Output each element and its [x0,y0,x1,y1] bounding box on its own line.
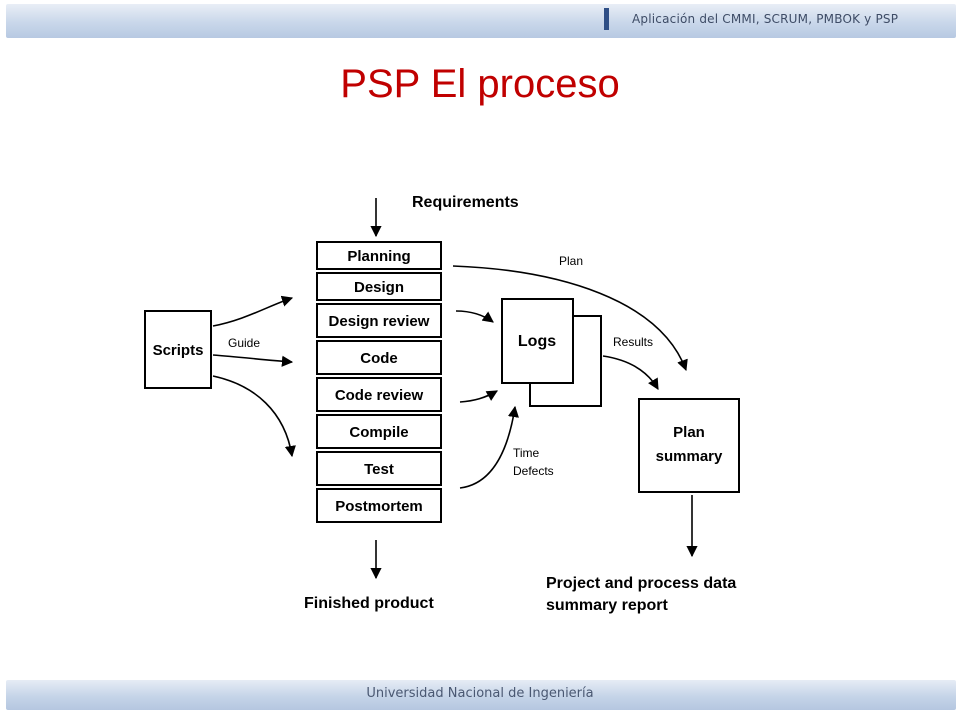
phase-box-code [316,340,442,375]
phase-label-code-review: Code review [335,387,424,404]
phase-label-test: Test [364,461,394,478]
plan-summary-label-line1: Plan [673,424,705,441]
plan-summary-box [638,398,740,493]
defects-label: Defects [513,464,554,478]
plan-summary-label-line2: summary [656,448,723,465]
phase-box-design [316,272,442,301]
phase-box-compile [316,414,442,449]
phase-label-code: Code [360,350,398,367]
phase-label-postmortem: Postmortem [335,498,423,515]
guide-label: Guide [228,336,260,350]
logs-box-front [501,298,574,384]
logs-label: Logs [518,333,556,350]
results-label: Results [613,335,653,349]
plan-label: Plan [559,254,583,268]
plan-arrow [452,265,688,372]
phase-box-test [316,451,442,486]
scripts-label: Scripts [153,342,204,359]
footer-bar [6,680,956,710]
phase-label-planning: Planning [347,248,410,265]
phase-box-design-review [316,303,442,338]
report-label-line2: summary report [546,597,668,614]
guide-arrow-upper [212,295,294,327]
phase-box-planning [316,241,442,270]
report-label-line1: Project and process data [546,575,736,592]
postmortem-to-logs-arrow [459,405,519,489]
guide-arrow-lower [212,375,296,458]
header-subtitle: Aplicación del CMMI, SCRUM, PMBOK y PSP [632,12,899,26]
phase-label-compile: Compile [349,424,408,441]
time-label: Time [513,446,540,460]
phase-label-design: Design [354,279,404,296]
phase-label-design-review: Design review [329,313,430,330]
header-bar [6,4,956,38]
requirements-label: Requirements [412,194,519,211]
slide-title: PSP El proceso [340,62,620,106]
design-review-to-logs-arrow [455,310,494,323]
guide-arrow-middle [212,354,294,367]
code-review-to-logs-arrow [459,390,498,403]
phase-stack: Planning Design Design review Code Code … [316,241,442,523]
phase-box-code-review [316,377,442,412]
scripts-box [144,310,212,389]
results-arrow [602,355,659,390]
finished-product-label: Finished product [304,595,434,612]
footer-institution: Universidad Nacional de Ingeniería [366,686,594,701]
header-accent-mark [604,8,609,30]
phase-box-postmortem [316,488,442,523]
